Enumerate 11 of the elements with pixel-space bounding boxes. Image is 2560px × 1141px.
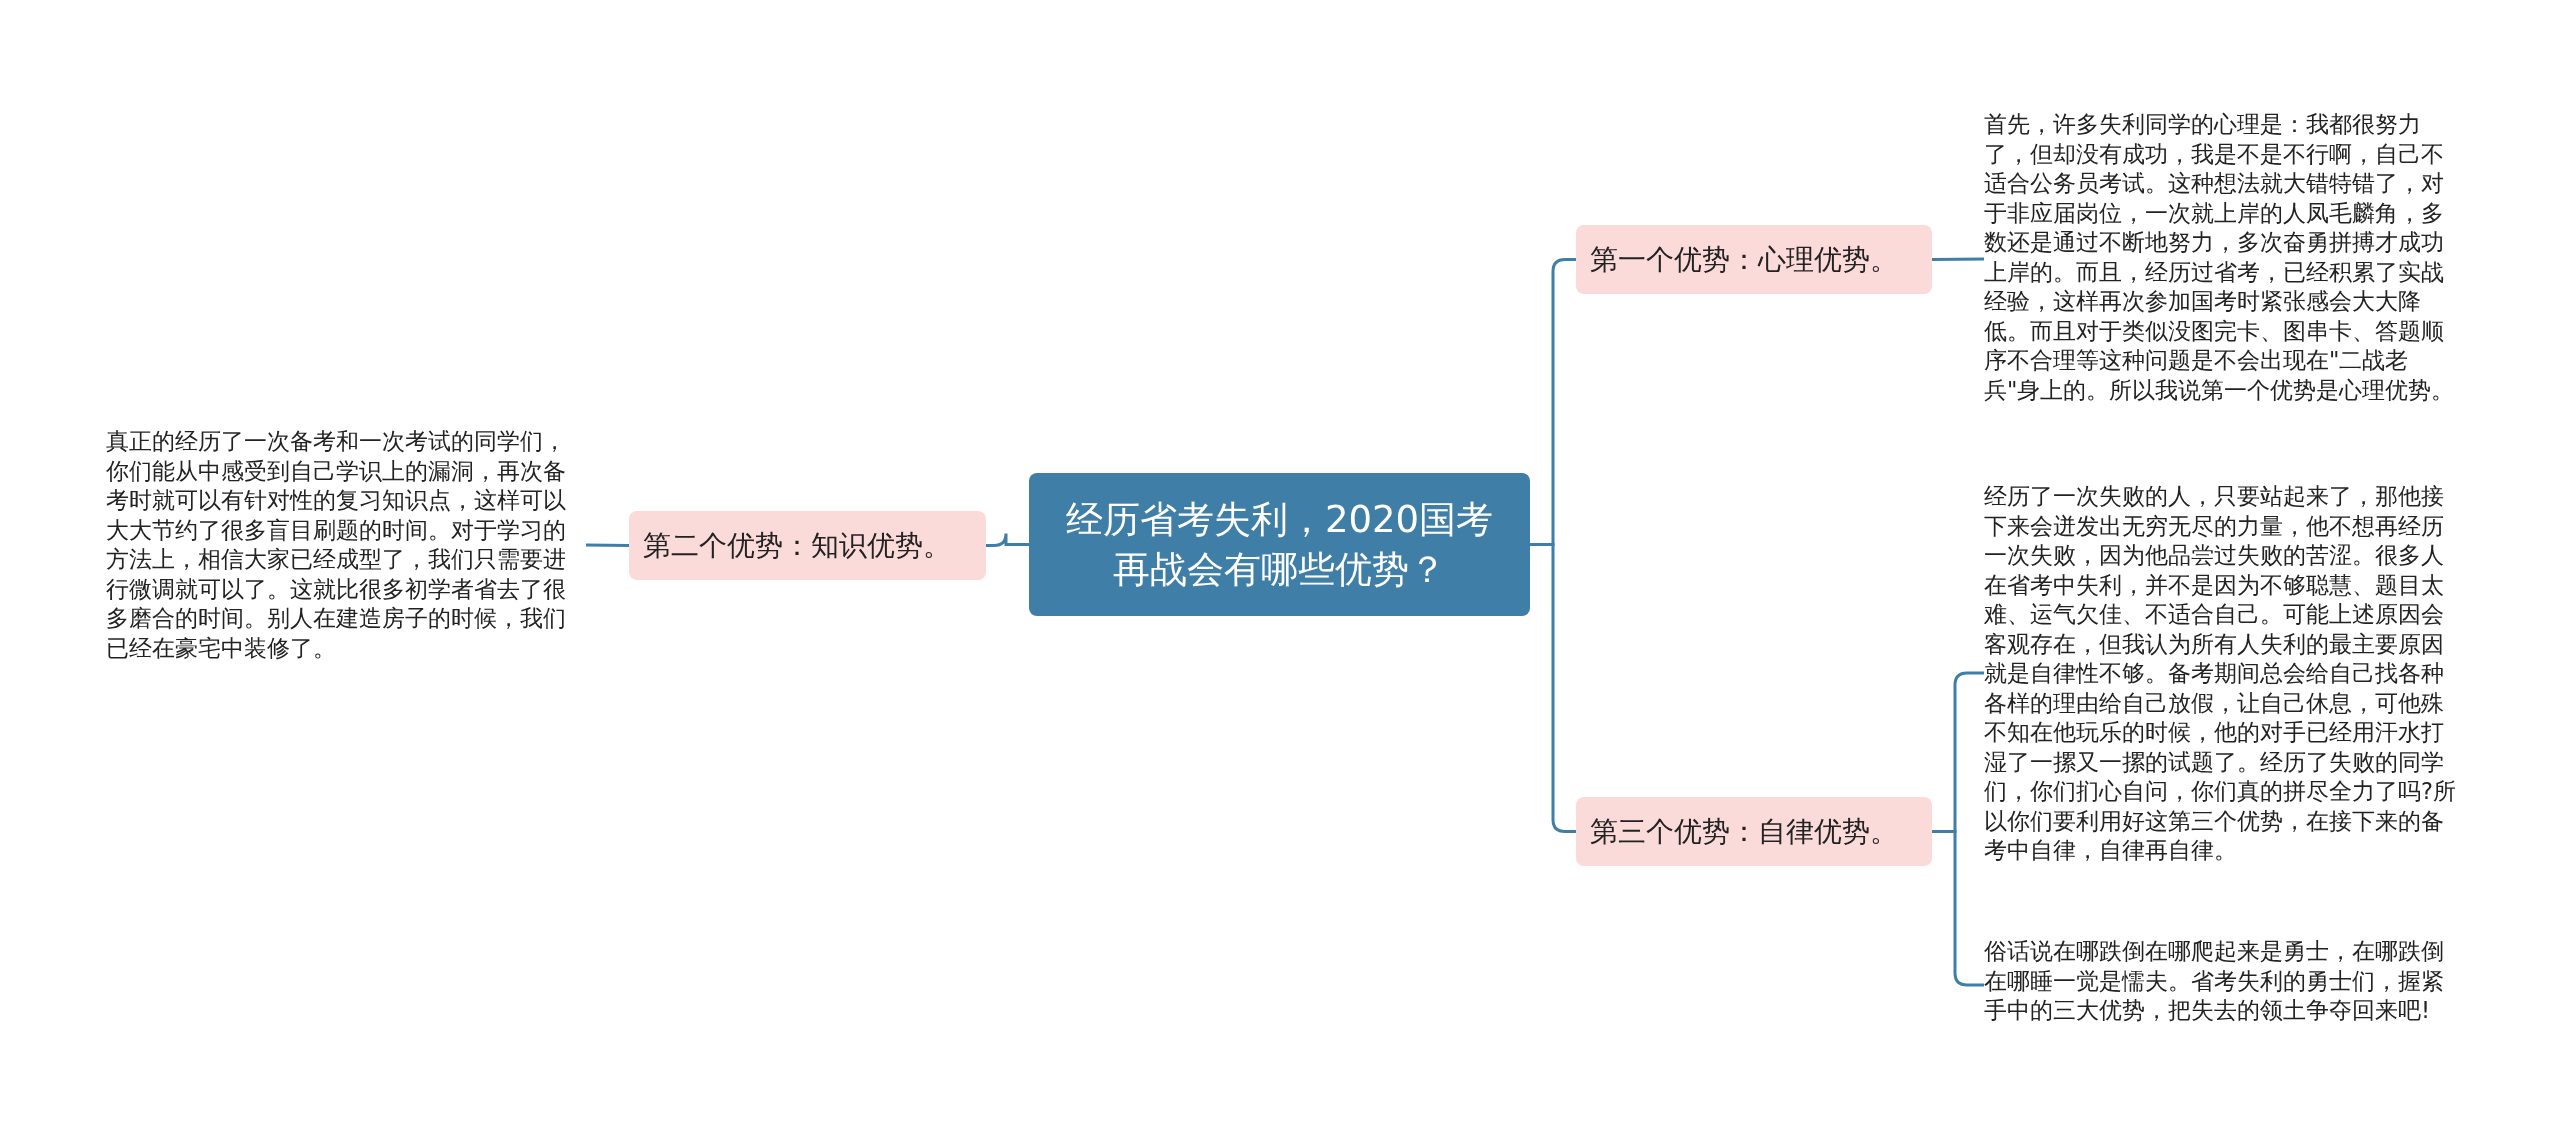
- topic-box: 第三个优势：自律优势。: [1576, 797, 1932, 866]
- paragraph: 经历了一次失败的人，只要站起来了，那他接下来会迸发出无穷无尽的力量，他不想再经历一次失败，因为他品尝过失败的苦涩。很多人在省考中失利，并不是因为不够聪慧、题目太难、运气欠佳、不适合自己。可能上述原因会客观存在，但我认为所有人失利的最主要原因就是自律性不够。备考期间总会给自己找各种各样的理由给自己放假，让自己休息，可他殊不知在他玩乐的时候，他的对手已经用汗水打湿了一摞又一摞的试题了。经历了失败的同学们，你们扪心自问，你们真的拼尽全力了吗?所以你们要利用好这第三个优势，在接下来的备考中自律，自律再自律。: [1984, 482, 2464, 874]
- connector: [586, 543, 629, 547]
- paragraph: 首先，许多失利同学的心理是：我都很努力了，但却没有成功，我是不是不行啊，自己不适合公务员考试。这种想法就大错特错了，对于非应届岗位，一次就上岸的人凤毛麟角，多数还是通过不断地努力，多次奋勇拼搏才成功上岸的。而且，经历过省考，已经积累了实战经验，这样再次参加国考时紧张感会大大降低。而且对于类似没图完卡、图串卡、答题顺序不合理等这种问题是不会出现在"二战老兵"身上的。所以我说第一个优势是心理优势。: [1984, 110, 2464, 410]
- connector: [986, 532, 1029, 547]
- central-topic-box: 经历省考失利，2020国考再战会有哪些优势？: [1029, 473, 1530, 616]
- paragraph: 俗话说在哪跌倒在哪爬起来是勇士，在哪跌倒在哪睡一觉是懦夫。省考失利的勇士们，握紧手中的三大优势，把失去的领土争夺回来吧!: [1984, 937, 2464, 1033]
- connector: [1932, 257, 1984, 261]
- paragraph: 真正的经历了一次备考和一次考试的同学们，你们能从中感受到自己学识上的漏洞，再次备考时就可以有针对性的复习知识点，这样可以大大节约了很多盲目刷题的时间。对于学习的方法上，相信大家已经成型了，我们只需要进行微调就可以了。这就比很多初学者省去了很多磨合的时间。别人在建造房子的时候，我们已经在豪宅中装修了。: [106, 427, 586, 672]
- topic-box: 第一个优势：心理优势。: [1576, 225, 1932, 294]
- topic-box: 第二个优势：知识优势。: [629, 511, 986, 580]
